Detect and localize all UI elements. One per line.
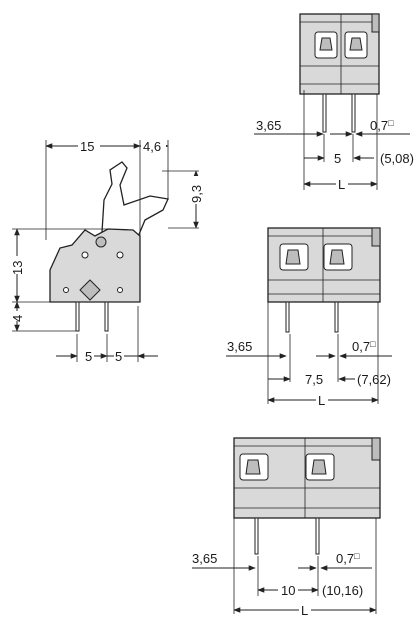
pin-2 <box>334 301 339 333</box>
dim-pitch-alt: (5,08) <box>380 151 414 166</box>
dim-pitch: 7,5 <box>305 372 323 387</box>
pin-hole-right <box>117 287 123 293</box>
dim-offset: 3,65 <box>192 551 217 566</box>
solder-pin-right <box>104 301 109 332</box>
dim-height-13: 13 <box>10 261 25 275</box>
dim-pitch: 10 <box>281 583 295 598</box>
dim-total-length: L <box>338 177 345 192</box>
dim-offset: 3,65 <box>256 118 281 133</box>
pin-1 <box>285 301 290 333</box>
pin-1 <box>254 517 259 555</box>
pin-2 <box>351 93 356 133</box>
dim-pitch-b: 5 <box>115 349 122 364</box>
dim-lever-offset: 4,6 <box>143 139 161 154</box>
dim-pin-length: 4 <box>10 315 25 322</box>
test-hole <box>116 251 124 259</box>
pin-hole-left <box>63 287 69 293</box>
dim-total-length: L <box>301 603 308 617</box>
side-view: 15 4,6 9,3 13 4 5 5 <box>9 138 204 364</box>
lever <box>101 161 169 245</box>
dim-pin-size: 0,7□ <box>352 339 376 354</box>
wire-entry-hole <box>81 251 89 259</box>
front-view-pitch-7-5: 3,65 0,7□ 7,5 (7,62) L <box>226 227 392 408</box>
dim-total-length: L <box>318 393 325 408</box>
spring-release-hole <box>95 236 107 248</box>
solder-pin-left <box>75 301 80 332</box>
dim-width-15: 15 <box>80 139 94 154</box>
front-view-pitch-10: 3,65 0,7□ 10 (10,16) L <box>192 437 381 617</box>
pin-2 <box>315 517 320 555</box>
dim-pin-size: 0,7□ <box>336 551 360 566</box>
clamp-window <box>79 279 101 301</box>
dim-offset: 3,65 <box>227 339 252 354</box>
dim-lever-height: 9,3 <box>189 185 204 203</box>
dim-pitch: 5 <box>334 151 341 166</box>
front-view-pitch-5: 3,65 0,7□ 5 (5,08) L <box>254 13 414 192</box>
dim-pitch-a: 5 <box>85 349 92 364</box>
pin-1 <box>322 93 327 133</box>
dim-pitch-alt: (7,62) <box>357 372 391 387</box>
dim-pitch-alt: (10,16) <box>322 583 363 598</box>
dim-pin-size: 0,7□ <box>370 118 394 133</box>
